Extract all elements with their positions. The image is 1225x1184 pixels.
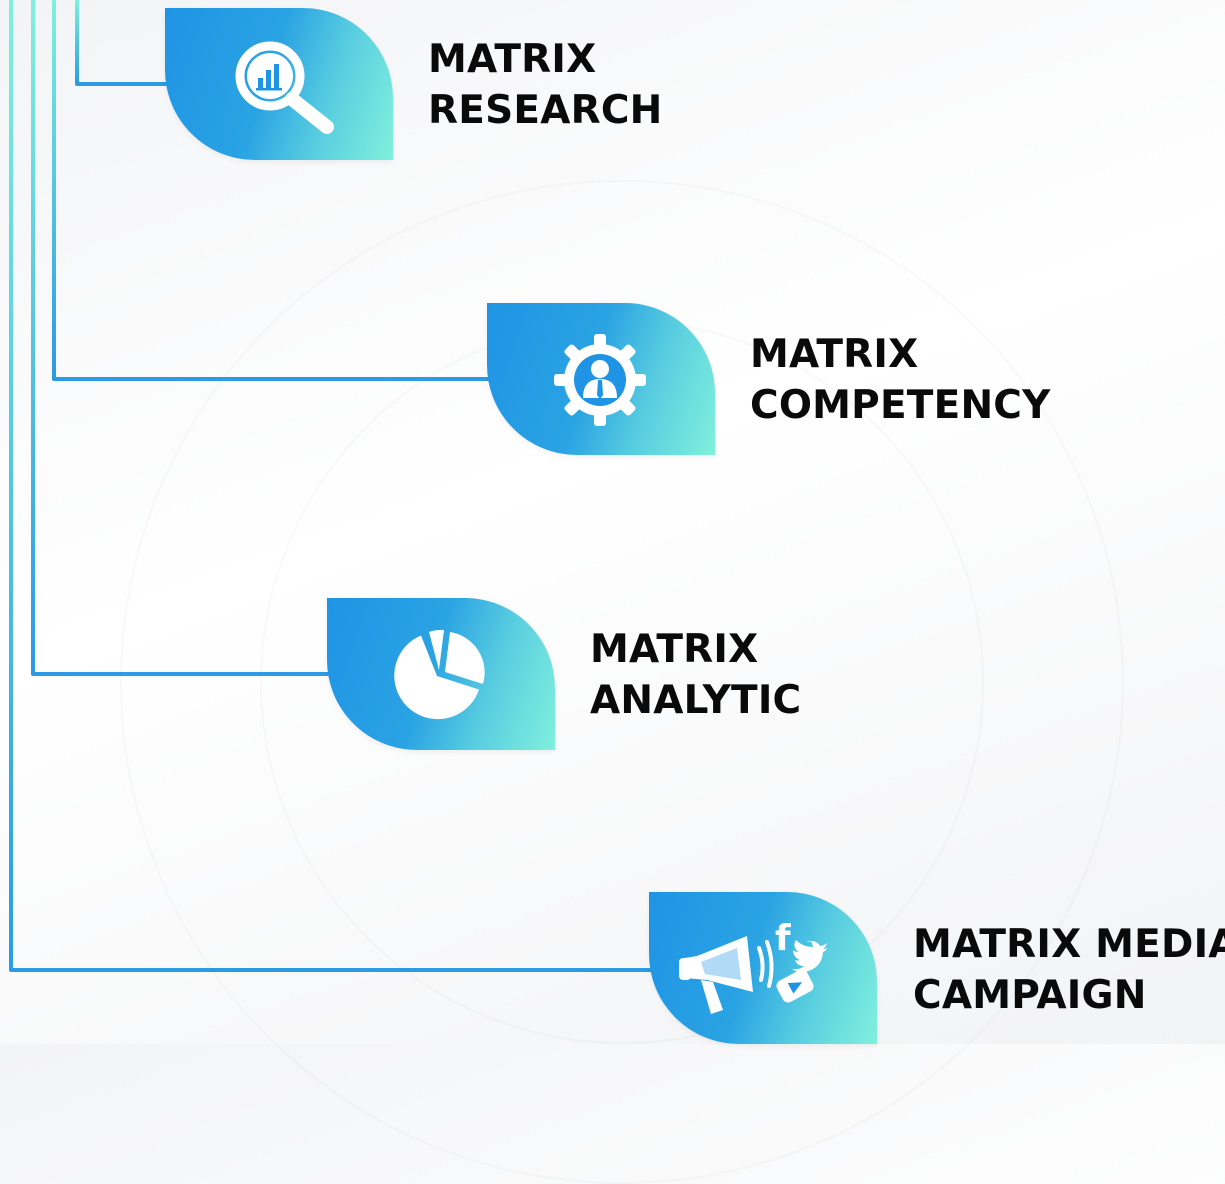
node-label-analytic: MATRIX ANALYTIC — [590, 627, 802, 723]
node-competency — [487, 303, 715, 455]
connector-analytic — [31, 0, 330, 676]
node-label-research: MATRIX RESEARCH — [428, 37, 663, 133]
node-research — [165, 8, 393, 160]
gear-person-icon — [554, 334, 646, 426]
magnifier-bar-chart-icon — [235, 41, 334, 134]
node-label-media: MATRIX MEDIA CAMPAIGN — [913, 922, 1225, 1018]
connector-lines — [9, 0, 652, 972]
node-analytic — [327, 598, 555, 750]
connector-competency — [52, 0, 490, 381]
svg-text:f: f — [775, 918, 791, 959]
connector-research — [75, 0, 168, 86]
megaphone-social-icon: f — [679, 918, 828, 1014]
node-badge — [327, 598, 555, 750]
pie-chart-icon — [394, 629, 485, 720]
node-label-competency: MATRIX COMPETENCY — [750, 332, 1051, 428]
connector-media — [9, 0, 652, 972]
node-media: f — [649, 892, 877, 1044]
